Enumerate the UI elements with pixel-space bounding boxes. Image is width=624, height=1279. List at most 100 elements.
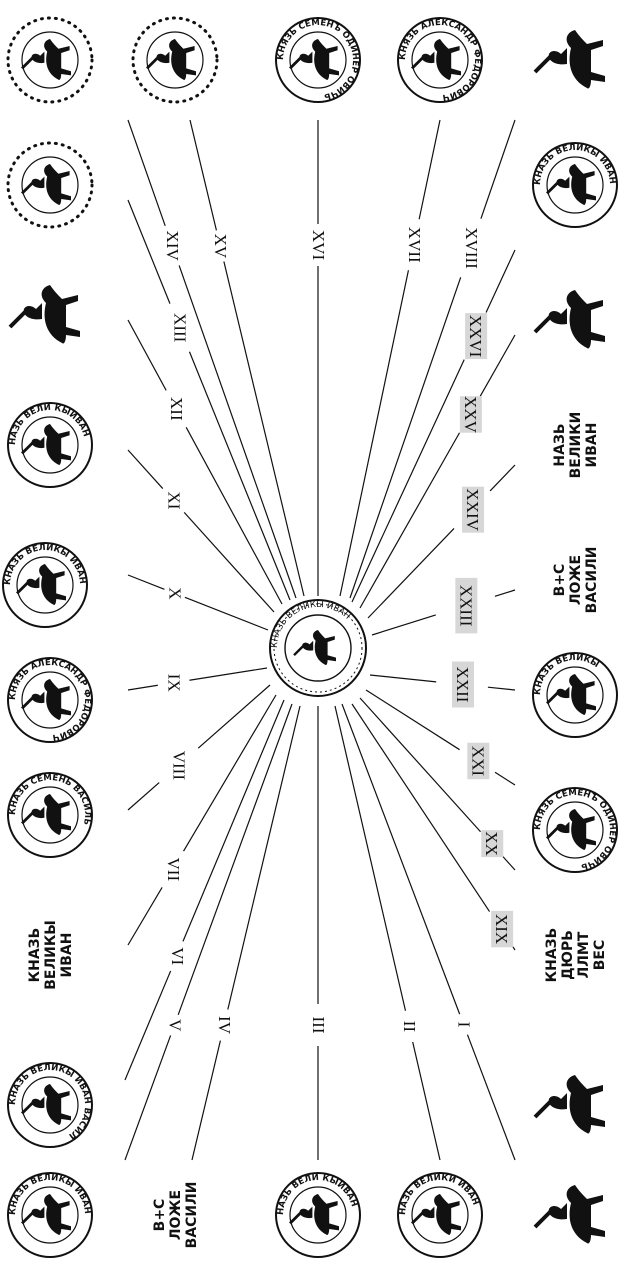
seal-drawing (8, 18, 92, 102)
horse-rider-icon (22, 794, 71, 835)
connector-line (488, 687, 515, 690)
connector-line (350, 277, 461, 598)
connector-line (490, 465, 515, 491)
seal-drawing (535, 1185, 605, 1244)
seal-text-line: ИВАН (59, 933, 75, 978)
seal-text-line: ЛОЖЕ (168, 1190, 184, 1240)
numeral-label: VI (168, 947, 187, 965)
horse-rider-icon (10, 285, 80, 344)
seal-drawing: НАЗЬВЕЛИКИИВАН (552, 412, 600, 479)
connector-line (125, 1035, 171, 1160)
connector-line (467, 1035, 515, 1160)
horse-rider-icon (147, 39, 196, 80)
numeral-text: XIII (171, 313, 190, 343)
numeral-label: XXII (452, 662, 474, 708)
numeral-label: VII (164, 857, 183, 881)
connector-line (128, 685, 158, 690)
connector-line (481, 120, 515, 219)
numeral-text: VIII (170, 751, 189, 781)
horse-rider-icon (547, 164, 596, 205)
seal-drawing: КНЯЗЬ СЕМЕНЪ ОДИНЕР ОВИЧЬ (276, 18, 360, 102)
connector-line (183, 700, 284, 941)
horse-rider-icon (535, 290, 605, 349)
numeral-text: XXIII (456, 585, 475, 627)
numeral-text: XXIV (463, 488, 482, 531)
numeral-text: XVII (405, 227, 424, 263)
seal-text-line: В+С (552, 564, 568, 597)
seal-drawing: КНАЗЬДЮРЬЛЛМТВЕС (544, 928, 608, 983)
connector-line (368, 528, 454, 618)
seal-drawing (535, 290, 605, 349)
connector-line (128, 887, 162, 945)
numeral-label: XIV (163, 231, 182, 262)
seal-drawing: КНАЗЬВЕЛИКЫИВАН (27, 920, 75, 990)
seal-text-line: ВЕС (592, 940, 608, 971)
connector-line (128, 320, 166, 390)
numeral-label: IX (165, 674, 184, 692)
seal-drawing (10, 285, 80, 344)
connector-line (340, 270, 408, 596)
connector-line (335, 706, 405, 1011)
seal-text-line: НАЗЬ (552, 423, 568, 466)
connector-line (185, 597, 268, 630)
connector-line (360, 698, 481, 832)
numeral-label: I (455, 1022, 474, 1028)
horse-rider-icon (22, 164, 71, 205)
connector-line (495, 590, 515, 596)
seal-text-line: ВЕЛИКИ (568, 412, 584, 479)
numeral-label: VIII (170, 751, 189, 781)
numeral-label: XIII (171, 313, 190, 343)
seal-text-line: ИВАН (584, 423, 600, 468)
seal-drawing: КНЯЗЬ АЛЕКСАНДР ФЕДОРОВИЧ (398, 18, 482, 102)
seal-drawing (8, 143, 92, 227)
horse-rider-icon (22, 424, 71, 465)
horse-rider-icon (17, 564, 66, 605)
seal-text-line: ВЕЛИКЫ (43, 920, 59, 990)
numeral-label: XXVI (465, 313, 487, 359)
horse-rider-icon (547, 674, 596, 715)
connector-line (360, 433, 460, 608)
numeral-label: XVIII (462, 227, 481, 269)
numeral-text: XXII (453, 667, 472, 703)
numeral-label: V (165, 1019, 184, 1032)
connector-line (372, 615, 436, 635)
numeral-label: XXI (467, 743, 489, 780)
horse-rider-icon (22, 679, 71, 720)
center-seal: КНАЗЬ ВЕЛИКЫ ИВАН (270, 600, 366, 696)
numeral-text: XXI (468, 746, 487, 777)
seal-text-line: ЛОЖЕ (568, 555, 584, 605)
connector-line (486, 250, 515, 312)
seal-drawing: НАЗЬ ВЕЛИКИ ИВАН (398, 1173, 482, 1257)
connector-line (419, 120, 440, 219)
connector-line (190, 120, 216, 230)
numeral-text: IX (165, 674, 184, 692)
connector-line (502, 856, 515, 870)
seal-text-line: ВАСИЛИ (184, 1182, 200, 1249)
horse-rider-icon (535, 1075, 605, 1134)
numeral-text: XI (164, 491, 183, 509)
connector-line (413, 1042, 440, 1160)
connector-line (189, 668, 267, 680)
numeral-label: XXIV (462, 487, 484, 533)
horse-rider-icon (290, 39, 339, 80)
connector-line (370, 675, 436, 682)
seal-drawing: КНЯЗЬ СЕМЕНЪ ОДИНЕР ОВИЧЬ (533, 788, 617, 872)
connector-line (192, 1041, 220, 1160)
connector-line (352, 360, 464, 602)
connector-line (342, 704, 460, 1014)
seal-drawing: КНАЗЬ ВЕЛИКЫ ИВАН (533, 143, 617, 227)
seal-drawing (133, 18, 217, 102)
seal-drawing: НАЗЬ ВЕЛИ КЫИВАН (8, 403, 92, 487)
connector-line (184, 695, 276, 851)
numeral-label: II (400, 1021, 419, 1033)
horse-rider-icon (412, 1194, 461, 1235)
horse-rider-icon (535, 1185, 605, 1244)
numeral-text: III (309, 1017, 328, 1034)
seal-text-line: КНАЗЬ (544, 928, 560, 983)
numeral-text: XV (211, 234, 230, 259)
seal-drawing: КНАЗЬ СЕМЕНЬ ВАСИЛЬ (8, 773, 92, 857)
connector-line (128, 783, 159, 810)
connector-line (179, 265, 296, 598)
